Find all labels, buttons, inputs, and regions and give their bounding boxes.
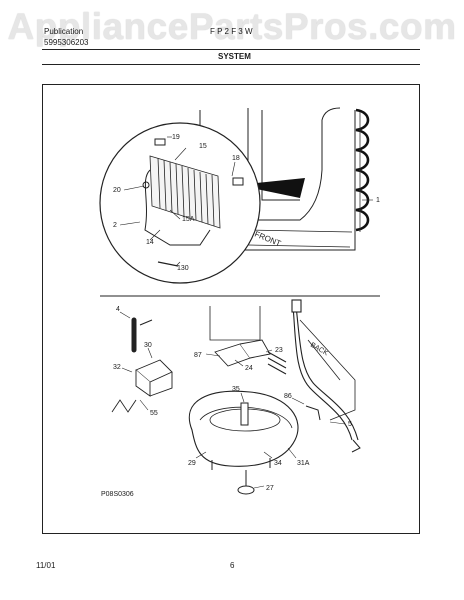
callout-32: 32 — [113, 364, 121, 371]
model-number: F P 2 F 3 W — [210, 27, 253, 36]
condenser-coil — [355, 108, 370, 232]
callout-24: 24 — [245, 365, 253, 372]
callout-35: 35 — [232, 386, 240, 393]
relay-overload — [135, 359, 173, 397]
header-rule — [42, 49, 420, 50]
callout-87: 87 — [194, 352, 202, 359]
callout-labels: 19 15 18 20 2 15A 14 130 1 4 30 87 23 24… — [113, 134, 380, 492]
callout-30: 30 — [144, 342, 152, 349]
mounting-grommet — [237, 470, 255, 495]
back-label: BACK — [309, 342, 329, 358]
publication-label: Publication — [44, 27, 84, 36]
callout-23: 23 — [275, 347, 283, 354]
callout-14: 14 — [146, 239, 154, 246]
pointer-wedge — [237, 178, 305, 198]
callout-55: 55 — [150, 410, 158, 417]
detail-circle — [99, 122, 261, 284]
callout-34: 34 — [274, 460, 282, 467]
wire-harness — [267, 299, 359, 441]
callout-19: 19 — [172, 134, 180, 141]
watermark: AppliancePartsPros.com — [7, 6, 457, 47]
section-title: SYSTEM — [218, 52, 251, 61]
callout-86: 86 — [284, 393, 292, 400]
leader-lines-top — [119, 136, 373, 267]
callout-1: 1 — [376, 197, 380, 204]
callout-31a: 31A — [297, 460, 310, 467]
evaporator-coil — [149, 155, 221, 229]
callout-20: 20 — [113, 187, 121, 194]
figure-code: P08S0306 — [101, 491, 134, 498]
callout-15a: 15A — [182, 216, 195, 223]
callout-4: 4 — [116, 306, 120, 313]
compressor — [188, 390, 299, 470]
diagram-frame — [42, 84, 420, 534]
callout-27: 27 — [266, 485, 274, 492]
header-rule-lower — [42, 64, 420, 65]
publication-number: 5995306203 — [44, 38, 89, 47]
cabinet-back-outline — [209, 306, 356, 421]
callout-2: 2 — [113, 222, 117, 229]
callout-5: 5 — [348, 421, 352, 428]
callout-130: 130 — [177, 265, 189, 272]
footer-date: 11/01 — [36, 561, 56, 570]
filter-drier — [131, 317, 153, 353]
footer-page-number: 6 — [230, 561, 235, 570]
leader-lines-bottom — [119, 311, 346, 489]
callout-15: 15 — [199, 143, 207, 150]
callout-29: 29 — [188, 460, 196, 467]
cap-bracket — [214, 339, 271, 367]
callout-18: 18 — [232, 155, 240, 162]
